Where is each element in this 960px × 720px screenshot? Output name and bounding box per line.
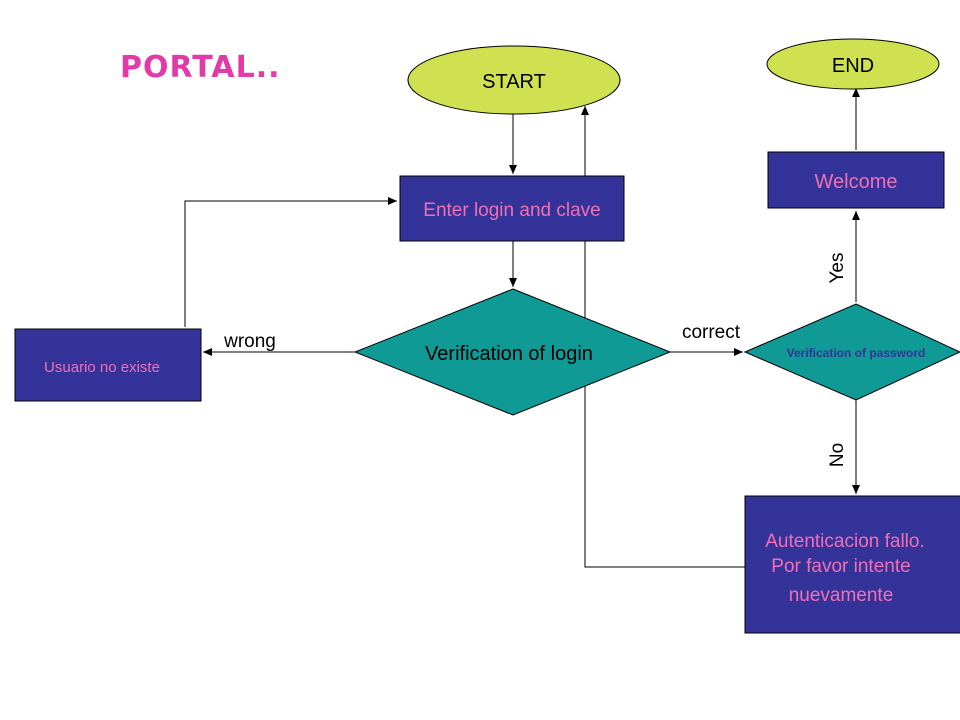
verification-password-label: Verification of password <box>787 346 926 360</box>
enter-login-label: Enter login and clave <box>423 200 600 221</box>
welcome-box <box>767 151 945 209</box>
fail-label-line3: nuevamente <box>789 585 894 606</box>
edge-label-yes: Yes <box>827 253 848 284</box>
enter-login-box <box>399 175 625 242</box>
end-oval <box>766 38 940 90</box>
edge-label-no: No <box>827 443 848 467</box>
start-label: START <box>482 71 546 93</box>
arrow-usuario-to-enter <box>184 197 397 327</box>
edge-label-correct: correct <box>682 322 741 343</box>
start-oval <box>407 45 621 115</box>
usuario-no-existe-box <box>14 328 202 402</box>
fail-label-line1: Autenticacion fallo. <box>765 531 925 552</box>
arrow-fail-to-start <box>581 106 745 568</box>
usuario-no-existe-label: Usuario no existe <box>44 359 160 376</box>
diagram-title: PORTAL.. <box>120 50 281 85</box>
fail-label-line2: Por favor intente <box>771 556 910 577</box>
connectors <box>184 88 860 568</box>
edge-label-wrong: wrong <box>223 331 276 352</box>
welcome-label: Welcome <box>815 171 898 193</box>
end-label: END <box>832 55 874 77</box>
verification-login-diamond <box>353 288 672 416</box>
verification-login-label: Verification of login <box>425 343 593 365</box>
fail-box <box>744 495 960 634</box>
verification-password-diamond <box>743 303 960 401</box>
